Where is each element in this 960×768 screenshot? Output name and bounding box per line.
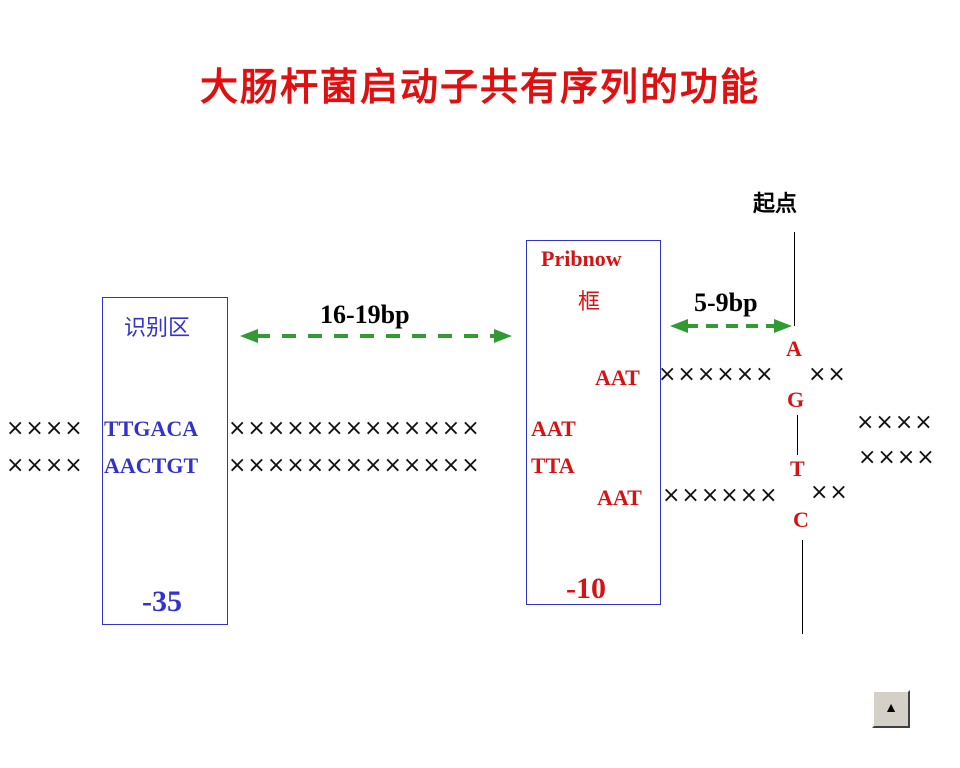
start-base-g: G [787,387,805,412]
scroll-up-button[interactable]: ▲ [872,690,910,728]
start-site-line-top [794,232,795,326]
spacer-16-19bp-arrow [240,329,512,343]
after-bottom-strand: ×× [810,480,849,505]
left-bottom-strand: ×××× [6,453,84,478]
pribnow-bottom-sequence: TTA [531,453,575,478]
minus-35-label: -35 [142,585,182,618]
bubble-top-strand: ×××××× [658,362,775,387]
pribnow-label-box-char: 框 [578,290,601,315]
start-base-a: A [786,336,802,361]
recognition-region-box [102,297,228,625]
recognition-bottom-sequence: AACTGT [104,453,199,478]
recognition-region-label: 识别区 [124,316,191,341]
pribnow-label: Pribnow [541,246,622,271]
minus-10-label: -10 [566,572,606,605]
right-top-strand: ×××× [856,410,934,435]
pribnow-top-sequence: AAT [531,416,576,441]
open-bottom-sequence: AAT [597,485,642,510]
start-base-t: T [790,456,805,481]
middle-bottom-strand: ××××××××××××× [228,453,481,478]
middle-top-strand: ××××××××××××× [228,416,481,441]
pribnow-box [526,240,661,605]
up-arrow-icon: ▲ [884,701,898,716]
open-top-sequence: AAT [595,365,640,390]
spacer-5-9bp-arrow [670,319,792,333]
start-site-label: 起点 [753,192,798,217]
spacer-16-19bp-label: 16-19bp [320,300,410,329]
after-top-strand: ×× [808,362,847,387]
start-site-line-bottom [802,540,803,634]
left-top-strand: ×××× [6,416,84,441]
bubble-bottom-strand: ×××××× [662,483,779,508]
right-bottom-strand: ×××× [858,445,936,470]
start-site-line-mid [797,415,798,455]
page-title: 大肠杆菌启动子共有序列的功能 [199,65,760,109]
start-base-c: C [793,507,809,532]
recognition-top-sequence: TTGACA [104,416,199,441]
spacer-5-9bp-label: 5-9bp [694,288,758,317]
